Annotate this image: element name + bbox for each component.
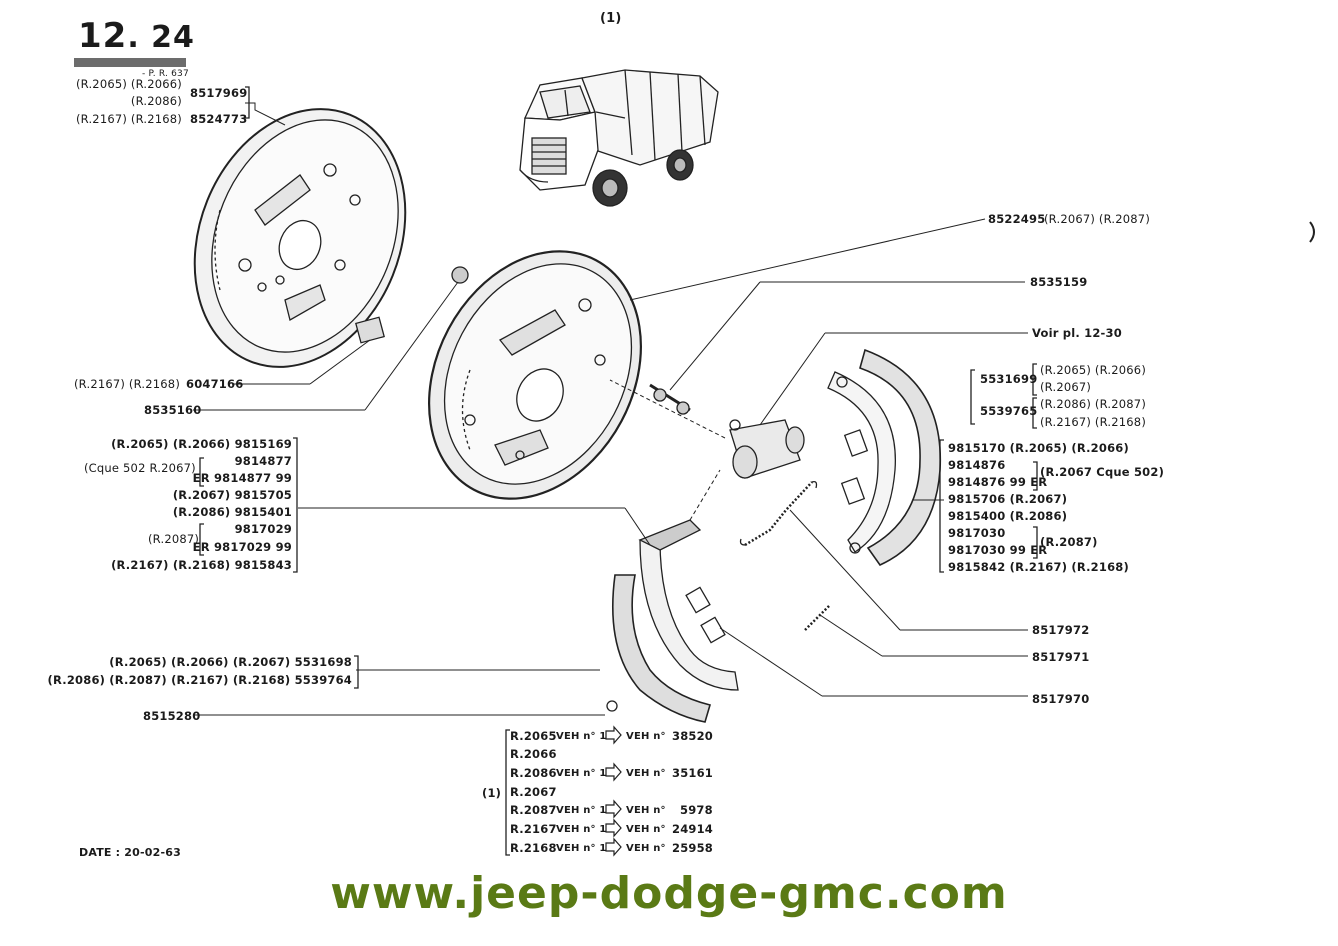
backplate-2-part-number: 8522495	[988, 212, 1046, 226]
lining-left-row-2b: ER 9814877 99	[192, 471, 292, 485]
lining-left-row-3: (R.2067) 9815705	[172, 488, 292, 502]
page-number-minor: . 24	[127, 20, 195, 55]
lining-right-row-3: 9814876 99 ER	[948, 475, 1048, 489]
vehicle-note-model: R.2167	[510, 822, 557, 836]
truck-illustration	[519, 69, 719, 207]
shoe-right-ref-1a: (R.2065) (R.2066)	[1040, 363, 1147, 377]
vehicle-note-arrows	[605, 725, 622, 857]
pin-part-number: 8517970	[1032, 692, 1090, 706]
vehicle-note-model: R.2067	[510, 785, 557, 799]
shoe-right-part-number-1: 5531699	[980, 372, 1038, 386]
vehicle-note-from: VEH n° 1	[556, 843, 607, 854]
vehicle-note-marker: (1)	[482, 786, 502, 800]
wheel-cylinder	[649, 383, 805, 479]
vehicle-note-model: R.2087	[510, 803, 557, 817]
shoe-left-row-2: (R.2086) (R.2087) (R.2167) (R.2168) 5539…	[47, 673, 352, 687]
lining-left-row-2a: 9814877	[234, 454, 292, 468]
lining-left-ref-2: (Cque 502 R.2067)	[84, 461, 196, 475]
leader-lines	[193, 102, 1028, 716]
lining-right-row-2: 9814876	[948, 458, 1006, 472]
vehicle-note-model: R.2086	[510, 766, 557, 780]
vehicle-note-number: 38520	[672, 729, 714, 743]
lining-left-row-5b: ER 9817029 99	[192, 540, 292, 554]
vehicle-note-to: VEH n°	[626, 768, 666, 779]
lining-right-row-1: 9815170 (R.2065) (R.2066)	[948, 441, 1129, 455]
shoe-right-part-number-2: 5539765	[980, 404, 1038, 418]
vehicle-note-number: 24914	[672, 822, 714, 836]
brake-shoe-right	[827, 348, 942, 567]
shoe-right-ref-2a: (R.2086) (R.2087)	[1040, 397, 1147, 411]
spring-part-number-2: 8517971	[1032, 650, 1090, 664]
vehicle-note-to: VEH n°	[626, 731, 666, 742]
pr-reference: - P. R. 637	[142, 69, 189, 79]
lining-right-ref-2-3: (R.2067 Cque 502)	[1040, 465, 1165, 479]
vehicle-note-number: 5978	[680, 803, 713, 817]
backing-plate-2	[428, 250, 642, 500]
backplate-part-number-2: 8524773	[190, 112, 248, 126]
lining-right-row-4: 9815706 (R.2067)	[948, 492, 1068, 506]
lining-right-row-6: 9817030	[948, 526, 1006, 540]
vehicle-note-from: VEH n° 1	[556, 731, 607, 742]
backplate-part-number-1: 8517969	[190, 86, 248, 100]
document-date: DATE : 20-02-63	[79, 846, 181, 859]
page-bar	[74, 58, 186, 67]
vehicle-note-model: R.2065	[510, 729, 557, 743]
vehicle-note-to: VEH n°	[626, 805, 666, 816]
lining-left-row-5a: 9817029	[234, 522, 292, 536]
lining-right-ref-6-7: (R.2087)	[1040, 535, 1098, 549]
vehicle-note-model: R.2066	[510, 747, 557, 761]
backplate-ref-r2065-r2066: (R.2065) (R.2066)	[75, 77, 182, 91]
shoe-left-row-1: (R.2065) (R.2066) (R.2067) 5531698	[109, 655, 352, 669]
vehicle-note-number: 25958	[672, 841, 714, 855]
nipple-part-number: 8515280	[143, 709, 201, 723]
lining-right-row-8: 9815842 (R.2167) (R.2168)	[948, 560, 1129, 574]
shoe-right-ref-1b: (R.2067)	[1040, 380, 1092, 394]
braces	[199, 86, 1038, 856]
vehicle-note-from: VEH n° 1	[556, 805, 607, 816]
cylinder-part-number: 8535159	[1030, 275, 1088, 289]
plug-part-number: 8535160	[144, 403, 202, 417]
vehicle-note-from: VEH n° 1	[556, 824, 607, 835]
brake-shoe-left	[606, 519, 739, 723]
vehicle-note-model: R.2168	[510, 841, 557, 855]
note-marker-top: (1)	[600, 11, 622, 26]
vehicle-note-to: VEH n°	[626, 843, 666, 854]
vehicle-note-from: VEH n° 1	[556, 768, 607, 779]
spring-part-number-1: 8517972	[1032, 623, 1090, 637]
watermark-url: www.jeep-dodge-gmc.com	[330, 868, 1008, 919]
backplate-2-ref: (R.2067) (R.2087)	[1044, 212, 1151, 226]
backplate-ref-r2086: (R.2086)	[130, 94, 182, 108]
vehicle-note-number: 35161	[672, 766, 714, 780]
lining-left-row-4: (R.2086) 9815401	[172, 505, 292, 519]
backing-plate-1	[193, 108, 407, 368]
shoe-right-ref-2b: (R.2167) (R.2168)	[1040, 415, 1147, 429]
return-springs	[739, 480, 831, 631]
vehicle-note-to: VEH n°	[626, 824, 666, 835]
lining-right-row-7: 9817030 99 ER	[948, 543, 1048, 557]
pad-part-number: 6047166	[186, 377, 244, 391]
lining-left-ref-5: (R.2087)	[148, 532, 200, 546]
see-plate-note: Voir pl. 12-30	[1032, 326, 1122, 340]
lining-left-row-6: (R.2167) (R.2168) 9815843	[111, 558, 292, 572]
lining-right-row-5: 9815400 (R.2086)	[948, 509, 1068, 523]
page-number: 12. 24	[78, 16, 195, 56]
lining-left-row-1: (R.2065) (R.2066) 9815169	[111, 437, 292, 451]
page-number-major: 12	[78, 16, 128, 56]
backplate-ref-r2167-r2168: (R.2167) (R.2168)	[75, 112, 182, 126]
pad-ref: (R.2167) (R.2168)	[74, 377, 181, 391]
